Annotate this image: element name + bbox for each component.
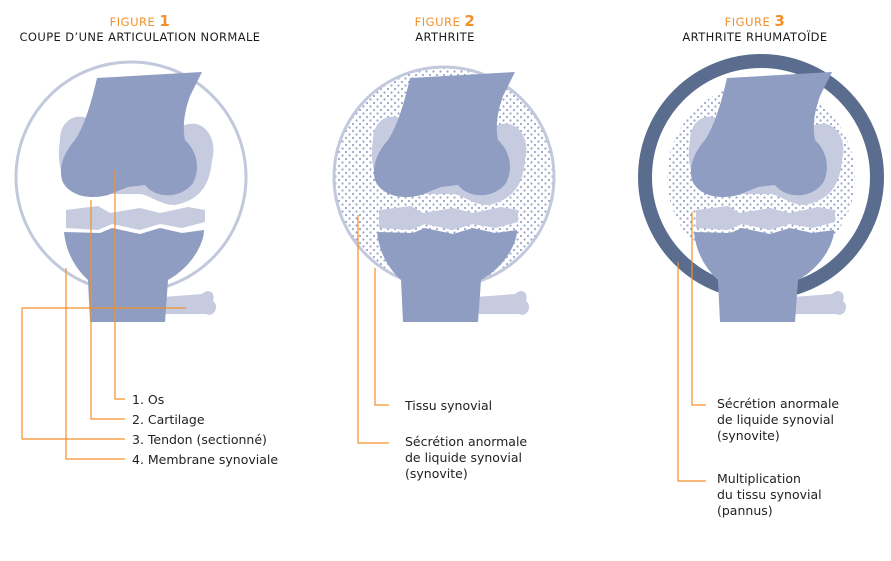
label-membrane-synoviale: 4. Membrane synoviale bbox=[132, 452, 278, 467]
figure-2-joint bbox=[334, 67, 554, 443]
label-secretion-line-1: Sécrétion anormale bbox=[717, 396, 839, 411]
label-multiplication-line-1: Multiplication bbox=[717, 471, 801, 486]
label-secretion-line-2: de liquide synovial bbox=[405, 450, 522, 465]
label-multiplication-line-3: (pannus) bbox=[717, 503, 773, 518]
label-tendon: 3. Tendon (sectionné) bbox=[132, 432, 267, 447]
label-secretion-line-3: (synovite) bbox=[717, 428, 780, 443]
label-secretion-line-3: (synovite) bbox=[405, 466, 468, 481]
label-secretion-line-1: Sécrétion anormale bbox=[405, 434, 527, 449]
label-secretion-line-2: de liquide synovial bbox=[717, 412, 834, 427]
label-multiplication-line-2: du tissu synovial bbox=[717, 487, 822, 502]
figure-1-joint bbox=[16, 62, 246, 459]
label-tissu-synovial: Tissu synovial bbox=[405, 398, 492, 413]
label-os: 1. Os bbox=[132, 392, 164, 407]
label-cartilage: 2. Cartilage bbox=[132, 412, 205, 427]
